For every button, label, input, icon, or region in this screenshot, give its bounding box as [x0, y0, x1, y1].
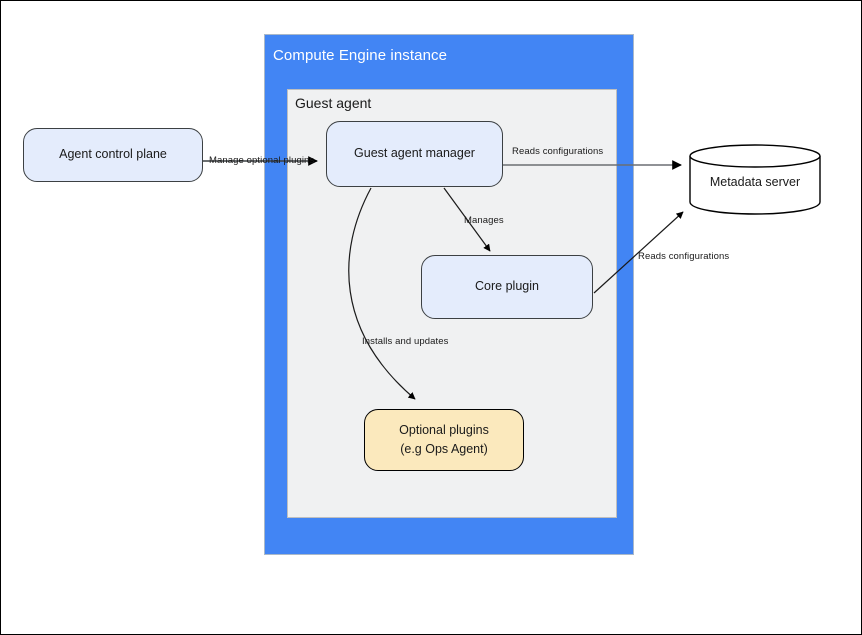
- edge-label-manage-optional-plugins: Manage optional plugins: [209, 155, 315, 166]
- node-optional-plugins[interactable]: Optional plugins (e.g Ops Agent): [364, 409, 524, 471]
- edge-label-manages: Manages: [464, 215, 504, 226]
- edge-label-installs-and-updates: Installs and updates: [362, 336, 449, 347]
- guest-agent-title: Guest agent: [295, 95, 372, 111]
- node-optional-plugins-label-line1: Optional plugins: [399, 422, 489, 437]
- node-core-plugin[interactable]: Core plugin: [421, 255, 593, 319]
- edge-label-reads-configurations-core: Reads configurations: [638, 251, 730, 262]
- compute-engine-instance-title: Compute Engine instance: [273, 47, 448, 64]
- node-core-plugin-label: Core plugin: [475, 279, 539, 294]
- node-agent-control-plane-label: Agent control plane: [59, 147, 167, 162]
- node-agent-control-plane[interactable]: Agent control plane: [23, 128, 203, 182]
- node-guest-agent-manager[interactable]: Guest agent manager: [326, 121, 503, 187]
- edge-label-reads-configurations-manager: Reads configurations: [512, 146, 604, 157]
- node-metadata-server-label: Metadata server: [709, 175, 801, 189]
- node-optional-plugins-label-line2: (e.g Ops Agent): [400, 442, 488, 456]
- node-metadata-server[interactable]: Metadata server: [689, 143, 821, 215]
- node-guest-agent-manager-label: Guest agent manager: [354, 146, 475, 161]
- database-cylinder-icon: [689, 144, 821, 215]
